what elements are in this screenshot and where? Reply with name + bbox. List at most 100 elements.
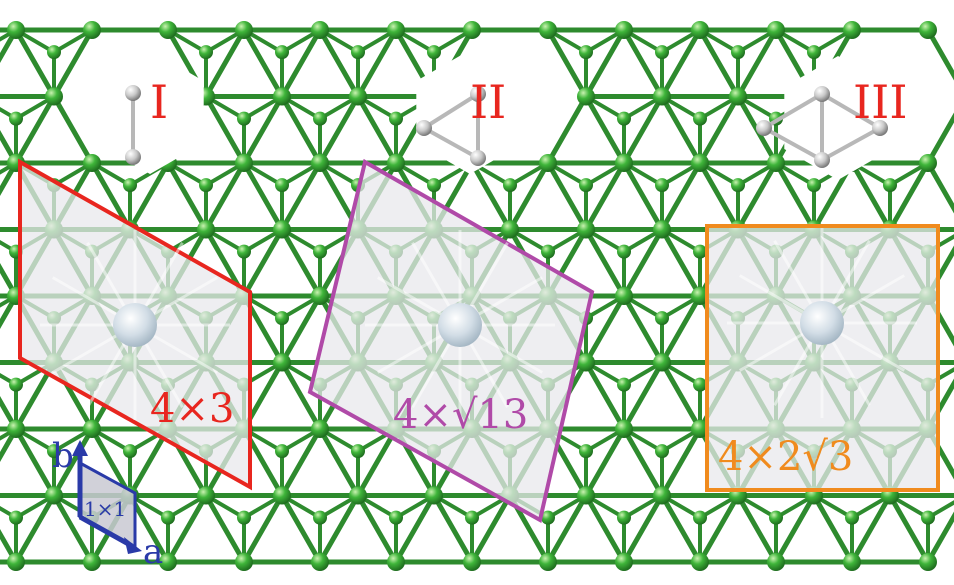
lattice-bond (659, 426, 703, 498)
lattice-bond (431, 493, 475, 565)
lattice-atom (767, 553, 785, 571)
lattice-bond (621, 94, 665, 166)
lattice-atom (653, 220, 671, 239)
lattice-atom (691, 420, 709, 438)
lattice-bond (279, 27, 323, 99)
lattice-bond (621, 227, 665, 299)
lattice-bond (127, 160, 171, 232)
lattice-atom (387, 553, 405, 571)
lattice-atom (83, 420, 101, 438)
lattice-bond (51, 426, 95, 498)
lattice-atom (577, 486, 595, 505)
lattice-bond (583, 293, 627, 365)
lattice-bond (241, 227, 285, 299)
lattice-bond (203, 493, 247, 565)
lattice-atom (541, 510, 555, 525)
lattice-atom (159, 553, 177, 571)
vacancy-hole (96, 50, 204, 174)
lattice-atom (653, 486, 671, 505)
lattice-bond (13, 27, 57, 99)
lattice-atom (577, 353, 595, 372)
lattice-bond (545, 160, 589, 232)
lattice-atom (47, 45, 61, 60)
lattice-bond (583, 94, 627, 166)
lattice-atom (577, 87, 595, 106)
lattice-bond (583, 27, 627, 99)
lattice-bond (279, 293, 323, 365)
lattice-atom (237, 244, 251, 259)
cell-label-4x3: 4×3 (150, 386, 234, 432)
lattice-bond (925, 160, 954, 214)
lattice-bond (545, 27, 589, 99)
lattice-bond (279, 493, 323, 565)
lattice-atom (615, 287, 633, 305)
cell-label-4xsqrt13: 4×√13 (393, 392, 528, 438)
clusters (125, 85, 888, 168)
axis-a-label: a (143, 532, 163, 572)
lattice-atom (161, 510, 175, 525)
lattice-atom (235, 154, 253, 172)
lattice-bond (203, 160, 247, 232)
lattice-bond (241, 27, 285, 99)
cluster-bond (422, 92, 480, 130)
lattice-atom (501, 220, 519, 239)
cluster-bond (820, 92, 882, 130)
lattice-bond (317, 94, 361, 166)
lattice-atom (273, 353, 291, 372)
lattice-bond (0, 373, 18, 387)
cluster-atom (756, 120, 772, 136)
vacancy-hole (416, 50, 524, 174)
lattice-atom (349, 87, 367, 106)
lattice-atom (123, 444, 137, 459)
lattice-bond (925, 27, 954, 81)
lattice-atom (273, 220, 291, 239)
structure-label-i: I (150, 75, 168, 129)
lattice-atom (237, 111, 251, 126)
lattice-bond (621, 360, 665, 432)
lattice-bond (355, 94, 399, 166)
lattice-atom (617, 111, 631, 126)
lattice-bond (887, 493, 931, 565)
lattice-atom (843, 553, 861, 571)
lattice-atom (539, 21, 557, 39)
lattice-bond (279, 360, 323, 432)
lattice-bond (507, 160, 551, 232)
lattice-bond (697, 27, 741, 99)
lattice-atom (311, 420, 329, 438)
lattice-atom (83, 154, 101, 172)
lattice-atom (273, 87, 291, 106)
lattice-atom (273, 486, 291, 505)
cluster-atom (125, 85, 141, 101)
lattice-atom (275, 311, 289, 326)
lattice-bond (545, 94, 589, 166)
lattice-bond (0, 129, 19, 166)
lattice-bond (0, 27, 19, 64)
lattice-atom (769, 510, 783, 525)
lattice-atom (921, 510, 935, 525)
lattice-bond (317, 493, 361, 565)
lattice-atom (579, 444, 593, 459)
lattice-atom (845, 510, 859, 525)
lattice-atom (617, 377, 631, 392)
lattice-atom (349, 486, 367, 505)
lattice-atom (83, 553, 101, 571)
lattice-bond (355, 27, 399, 99)
lattice-bond (203, 94, 247, 166)
lattice-atom (577, 220, 595, 239)
cluster-bond (821, 126, 881, 162)
lattice-atom (197, 486, 215, 505)
lattice-bond (621, 426, 665, 498)
lattice-bond (735, 493, 779, 565)
lattice-atom (807, 178, 821, 193)
lattice-bond (583, 493, 627, 565)
lattice-atom (615, 154, 633, 172)
lattice-bond (697, 160, 741, 232)
lattice-bond (13, 426, 57, 498)
lattice-bond (127, 426, 171, 498)
lattice-atom (579, 45, 593, 60)
lattice-bond (317, 426, 361, 498)
unit-cell-label: 1×1 (84, 497, 126, 521)
lattice-bond (925, 112, 954, 166)
lattice-bond (0, 240, 18, 254)
